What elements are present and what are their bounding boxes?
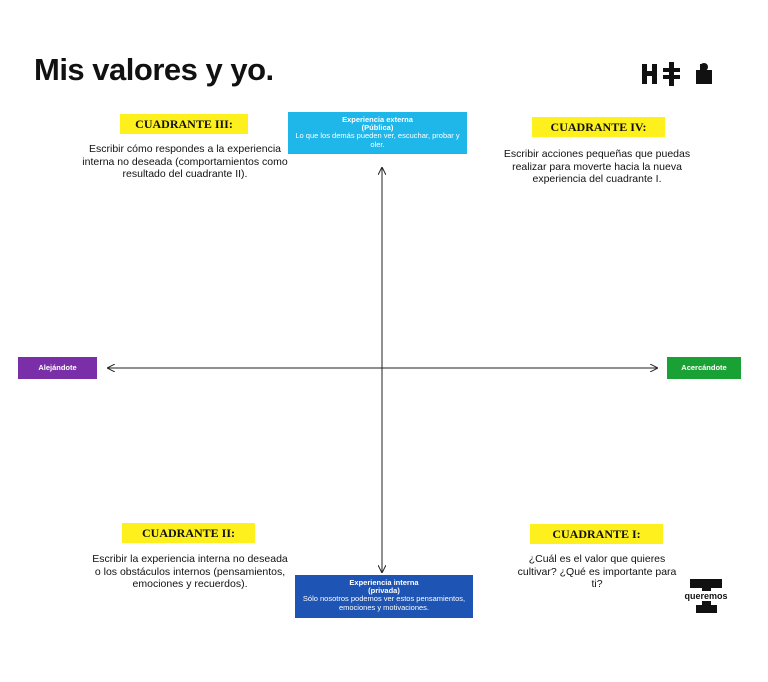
quadrant-1-label: CUADRANTE I:	[530, 524, 663, 544]
quadrant-3-label: CUADRANTE III:	[120, 114, 248, 134]
quadrant-2-label: CUADRANTE II:	[122, 523, 255, 543]
external-experience-box: Experiencia externa (Pública) Lo que los…	[288, 112, 467, 154]
quadrant-1-text: ¿Cuál es el valor que quieres cultivar? …	[517, 553, 677, 590]
internal-experience-box: Experiencia interna (privada) Sólo nosot…	[295, 575, 473, 618]
queremos-logo-text: queremos	[675, 591, 737, 601]
external-experience-title: Experiencia externa	[342, 115, 413, 124]
quadrant-4-label: CUADRANTE IV:	[532, 117, 665, 137]
internal-experience-subtitle: (privada)	[368, 586, 400, 595]
internal-experience-title: Experiencia interna	[349, 578, 419, 587]
quadrant-4-text: Escribir acciones pequeñas que puedas re…	[503, 148, 691, 185]
moving-toward-label: Acercándote	[667, 357, 741, 379]
puzzle-logo-icon	[642, 62, 712, 86]
external-experience-desc: Lo que los demás pueden ver, escuchar, p…	[295, 131, 460, 149]
moving-away-label: Alejándote	[18, 357, 97, 379]
quadrant-3-text: Escribir cómo respondes a la experiencia…	[82, 143, 288, 180]
page-title: Mis valores y yo.	[34, 52, 274, 87]
quadrant-2-text: Escribir la experiencia interna no desea…	[92, 553, 288, 590]
external-experience-subtitle: (Pública)	[361, 123, 394, 132]
internal-experience-desc: Sólo nosotros podemos ver estos pensamie…	[302, 594, 466, 612]
